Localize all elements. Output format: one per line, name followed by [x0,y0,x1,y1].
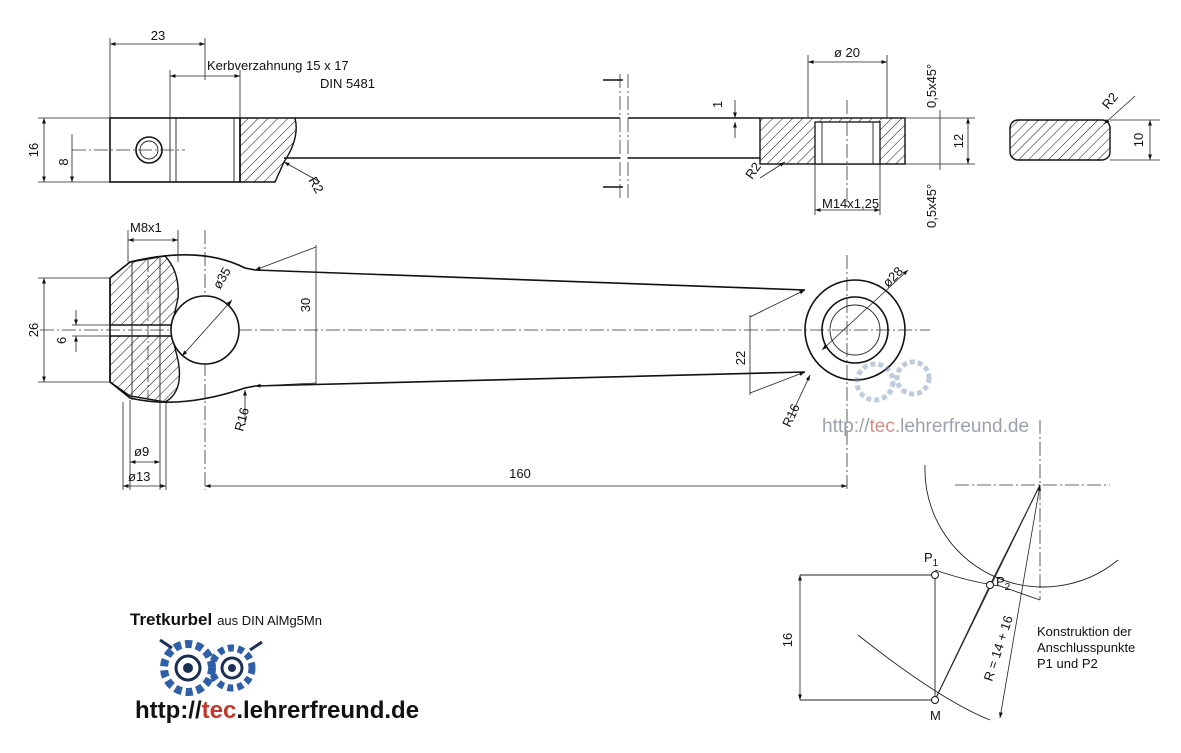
section-r2: R2 [1099,90,1121,112]
clamp-top-hatch [109,255,179,326]
thread-label: M14x1,25 [822,196,879,211]
chamfer-top: 0,5x45° [924,64,939,108]
clamp-bottom-hatch [109,335,181,403]
m8-label: M8x1 [130,220,162,235]
caption-2: Anschlusspunkte [1037,640,1135,655]
r2-left: R2 [305,174,326,196]
r16-left: R16 [231,406,252,433]
side-view: M8x1 ø35 30 26 6 R16 ø9 ø13 160 ø28 22 [26,220,930,490]
m-label: M [930,708,941,723]
kerb-label-2: DIN 5481 [320,76,375,91]
d9-label: ø9 [134,444,149,459]
caption-1: Konstruktion der [1037,624,1132,639]
kerb-label-1: Kerbverzahnung 15 x 17 [207,58,349,73]
caption-3: P1 und P2 [1037,656,1098,671]
dim-160: 160 [509,466,531,481]
p2-label: P2 [996,574,1011,593]
owl-gear-logo [159,638,263,696]
dim-22: 22 [733,351,748,365]
dim-26: 26 [26,323,41,337]
d28-label: ø28 [880,264,906,290]
dim-30: 30 [298,298,313,312]
r16-right: R16 [779,401,803,429]
arm-cross-section [1009,119,1111,161]
p1-label: P1 [924,550,939,569]
chamfer-bottom: 0,5x45° [924,184,939,228]
construction-dim-16: 16 [780,633,795,647]
dim-d20: ø 20 [834,45,860,60]
hub-section-hatch [239,117,297,183]
dim-1: 1 [710,101,725,108]
dim-12: 12 [951,134,966,148]
dim-10: 10 [1131,133,1146,147]
top-view: 23 Kerbverzahnung 15 x 17 DIN 5481 16 8 … [26,28,1160,228]
radius-label: R = 14 + 16 [981,614,1016,683]
d13-label: ø13 [128,469,150,484]
dim-16-top: 16 [26,143,41,157]
dim-8: 8 [56,158,71,165]
watermark-logo [854,359,932,403]
watermark-url: http://tec.lehrerfreund.de [822,416,1029,437]
d35-label: ø35 [210,265,234,292]
dim-23: 23 [151,28,165,43]
logo-url[interactable]: http://tec.lehrerfreund.de [135,697,419,724]
construction-sketch: P1 P2 M 16 R = 14 + 16 Konstruktion der … [780,420,1135,723]
dim-6: 6 [54,337,69,344]
